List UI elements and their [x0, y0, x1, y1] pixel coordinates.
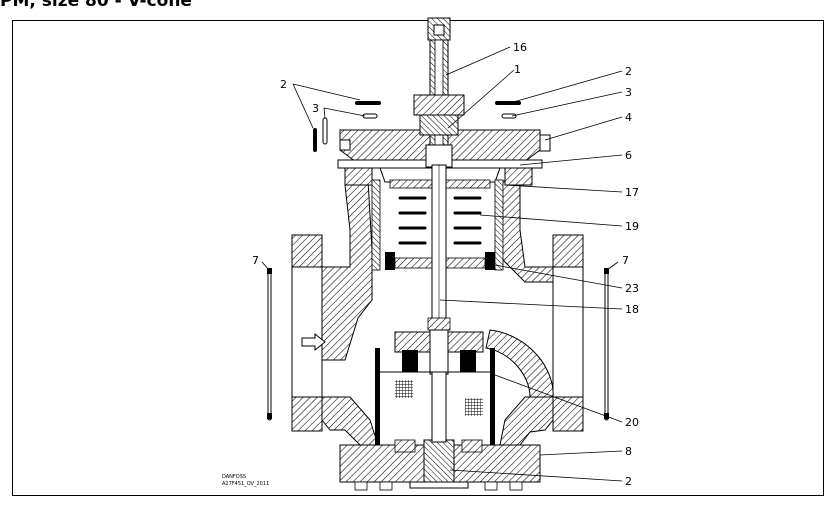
callout-3-right: 3: [625, 86, 632, 99]
callout-23: 23: [625, 282, 639, 295]
callout-19: 19: [625, 220, 639, 233]
flow-arrow-icon: [301, 332, 326, 352]
callout-7-right: 7: [622, 254, 629, 267]
callout-8: 8: [625, 445, 632, 458]
drawing-ref-company: DANFOSS: [222, 474, 246, 480]
page-title: PM, size 80 - V-cone: [0, 0, 192, 11]
callout-17: 17: [625, 186, 639, 199]
cone-and-seat: [380, 329, 495, 443]
drawing-frame: [12, 20, 824, 496]
loose-parts: [267, 101, 609, 421]
callout-20: 20: [625, 416, 639, 429]
stem: [413, 17, 465, 331]
drawing-ref-number: A27F451_OV_2011: [222, 481, 269, 487]
callout-7-left: 7: [252, 254, 259, 267]
callout-4: 4: [625, 111, 632, 124]
callout-3-left: 3: [312, 102, 319, 115]
callout-2-top-left: 2: [625, 65, 632, 78]
callout-1: 1: [514, 63, 521, 76]
callout-2-top-right: 2: [280, 78, 287, 91]
callout-16: 16: [513, 41, 527, 54]
callout-labels: 16 1 2 2 3 3 4 6 17 19 23 18 20 8 2 7 7: [252, 41, 639, 488]
callout-2-bottom: 2: [625, 475, 632, 488]
leader-lines: [261, 46, 623, 482]
valve-body: [291, 179, 584, 491]
callout-6: 6: [625, 149, 632, 162]
callout-18: 18: [625, 303, 639, 316]
